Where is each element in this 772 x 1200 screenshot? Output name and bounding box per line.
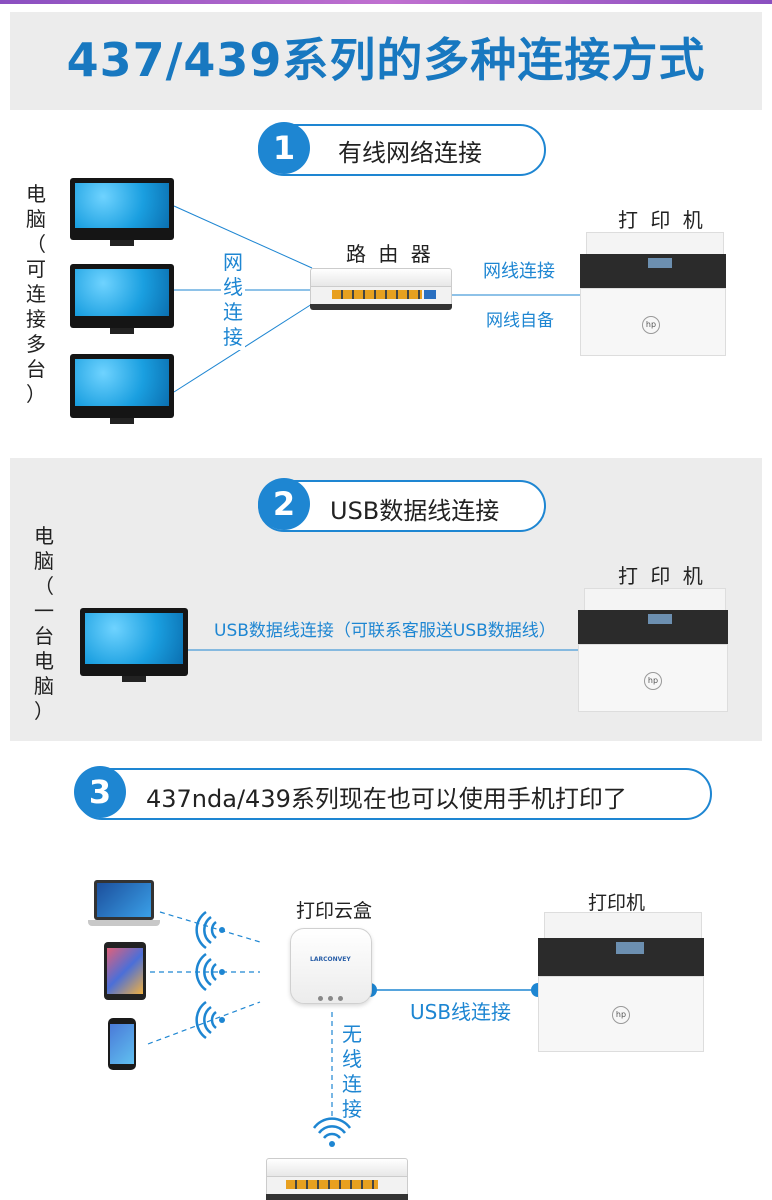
- section2-printer-label: 打 印 机: [618, 564, 706, 588]
- section2-number-badge: 2: [258, 478, 310, 530]
- page-title: 437/439系列的多种连接方式: [66, 33, 706, 87]
- section3-printer-label: 打印机: [588, 892, 646, 914]
- section2-link-label: USB数据线连接（可联系客服送USB数据线）: [214, 621, 556, 641]
- section2-computer-label: 电 脑 （ 一 台 电 脑 ）: [34, 524, 54, 723]
- router-device: [310, 268, 452, 312]
- section1-title: 有线网络连接: [338, 139, 482, 167]
- section1-number-badge: 1: [258, 122, 310, 174]
- section1-cable-note: 网线自备: [486, 311, 554, 331]
- cloud-print-box: LARCONVEY: [290, 928, 372, 1010]
- laptop: [88, 880, 160, 930]
- header-panel: [10, 12, 762, 110]
- monitor-3: [70, 354, 174, 424]
- router-device-bottom: [266, 1158, 408, 1200]
- monitor-2: [70, 264, 174, 334]
- section1-cable-label: 网 线 连 接: [221, 250, 245, 350]
- smartphone: [108, 1018, 136, 1070]
- cloudbox-brand: LARCONVEY: [310, 956, 351, 963]
- section1-computers-label: 电 脑 （ 可 连 接 多 台 ）: [26, 182, 46, 406]
- top-accent-bar: [0, 0, 772, 4]
- wireless-label: 无 线 连 接: [342, 1022, 362, 1121]
- printer-3: hp: [538, 912, 704, 1052]
- printer-1: hp: [580, 232, 726, 356]
- router-label: 路 由 器: [346, 242, 434, 266]
- hp-logo: hp: [612, 1006, 630, 1024]
- section3-title: 437nda/439系列现在也可以使用手机打印了: [146, 785, 627, 813]
- hp-logo: hp: [642, 316, 660, 334]
- section1-link-label: 网线连接: [483, 261, 555, 282]
- section3-number-badge: 3: [74, 766, 126, 818]
- monitor-1: [70, 178, 174, 246]
- usb-link-label: USB线连接: [410, 1000, 512, 1024]
- section2-title: USB数据线连接: [330, 497, 500, 525]
- printer-2: hp: [578, 588, 728, 712]
- tablet: [104, 942, 146, 1000]
- section3-title-pill: [76, 768, 712, 820]
- hp-logo: hp: [644, 672, 662, 690]
- monitor-4: [80, 608, 188, 682]
- cloudbox-label: 打印云盒: [296, 900, 373, 922]
- section1-printer-label: 打 印 机: [618, 208, 706, 232]
